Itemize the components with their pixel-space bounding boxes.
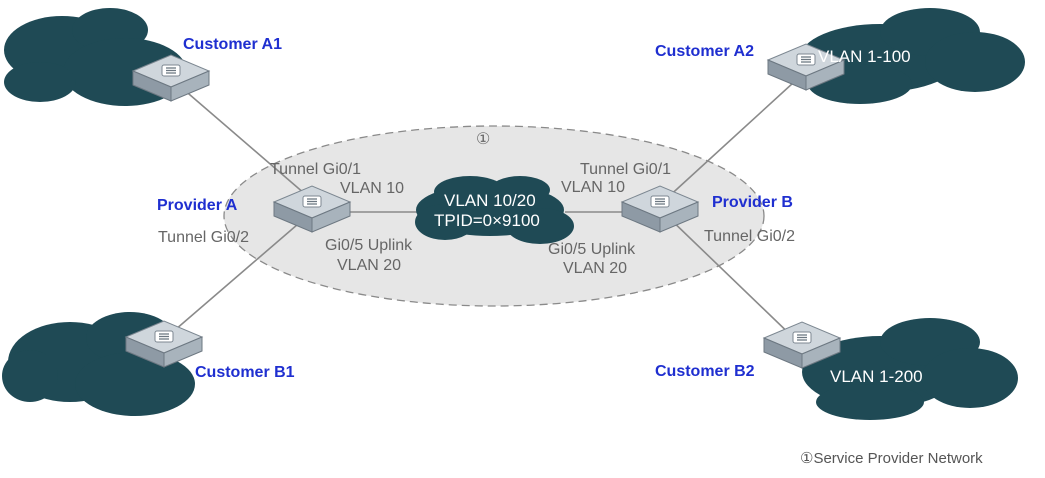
customer-a1-label: Customer A1 bbox=[183, 36, 282, 53]
customer-b1-label: Customer B1 bbox=[195, 364, 295, 381]
provider-b-label: Provider B bbox=[712, 194, 793, 211]
link-a1-provider-a bbox=[174, 81, 313, 201]
provider-a-tunnel-port-2: Tunnel Gi0/2 bbox=[158, 229, 250, 246]
cloud-b2 bbox=[802, 318, 1018, 420]
provider-b-uplink-port: Gi0/5 Uplink bbox=[548, 241, 636, 258]
customer-b2-label: Customer B2 bbox=[655, 363, 755, 380]
provider-a-tunnel-vlan: VLAN 10 bbox=[340, 180, 405, 197]
link-a2-provider-b bbox=[664, 71, 806, 201]
customer-a2-label: Customer A2 bbox=[655, 43, 754, 60]
link-b1-provider-a bbox=[167, 211, 313, 337]
core-cloud-tpid: TPID=0×9100 bbox=[434, 211, 540, 230]
provider-b-tunnel-vlan: VLAN 10 bbox=[561, 179, 626, 196]
links bbox=[167, 71, 806, 345]
customer-b2-vlan-label: VLAN 1-200 bbox=[830, 367, 923, 386]
provider-b-uplink-vlan: VLAN 20 bbox=[563, 260, 628, 277]
legend-service-provider-network: ①Service Provider Network bbox=[800, 450, 983, 467]
core-cloud bbox=[415, 176, 574, 244]
provider-a-uplink-vlan: VLAN 20 bbox=[337, 257, 402, 274]
link-b2-provider-b bbox=[664, 213, 801, 345]
customer-a2-vlan-label: VLAN 1-100 bbox=[818, 47, 911, 66]
provider-b-tunnel-port-1: Tunnel Gi0/1 bbox=[580, 161, 672, 178]
network-marker: ① bbox=[476, 131, 491, 148]
core-cloud-vlan: VLAN 10/20 bbox=[444, 191, 536, 210]
provider-a-tunnel-port-1: Tunnel Gi0/1 bbox=[270, 161, 362, 178]
provider-a-uplink-port: Gi0/5 Uplink bbox=[325, 237, 413, 254]
provider-a-label: Provider A bbox=[157, 197, 238, 214]
provider-b-tunnel-port-2: Tunnel Gi0/2 bbox=[704, 228, 796, 245]
